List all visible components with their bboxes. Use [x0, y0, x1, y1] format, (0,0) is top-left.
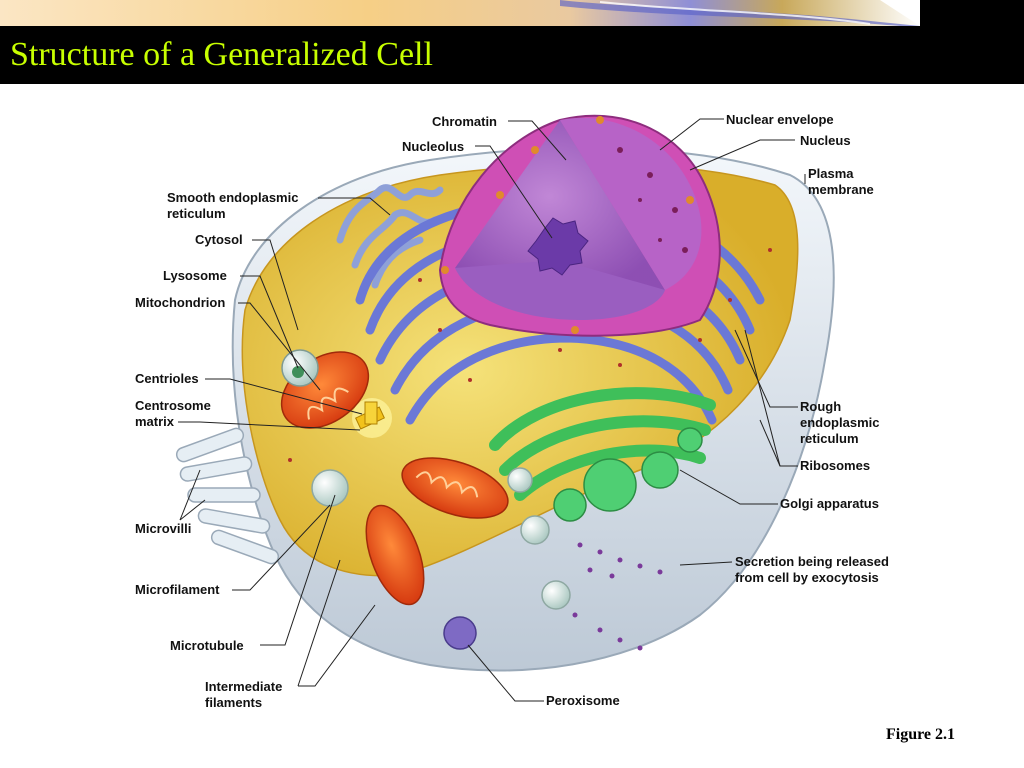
golgi-shape [489, 387, 716, 501]
golgi-vesicles [509, 427, 703, 522]
centriole-shape [352, 398, 392, 438]
label-microtubule: Microtubule [170, 638, 244, 653]
smooth-er-shape [336, 184, 444, 289]
nucleus-shape [438, 114, 721, 337]
secretion-dots [572, 542, 663, 651]
figure-label: Figure 2.1 [886, 726, 956, 743]
label-peroxisome: Peroxisome [546, 693, 620, 708]
title-bar [0, 26, 1024, 84]
label-microvilli: Microvilli [135, 521, 192, 536]
label-lysosome: Lysosome [163, 268, 227, 283]
label-microfilament: Microfilament [135, 582, 220, 597]
label-nucleus: Nucleus [800, 133, 851, 148]
label-ribosomes: Ribosomes [800, 458, 871, 473]
mitochondrion-shape [280, 351, 509, 606]
label-golgi-apparatus: Golgi apparatus [780, 496, 879, 511]
vesicle-shapes [311, 467, 571, 610]
cell-diagram [175, 114, 835, 702]
label-cytosol: Cytosol [195, 232, 243, 247]
leader-lines [178, 118, 806, 702]
nucleolus-shape [527, 217, 589, 276]
peroxisome-shape [443, 616, 477, 650]
slide-title: Structure of a Generalized Cell [10, 36, 433, 73]
label-chromatin: Chromatin [432, 114, 497, 129]
label-nuclear-envelope: Nuclear envelope [726, 112, 834, 127]
label-centrioles: Centrioles [135, 371, 199, 386]
label-nucleolus: Nucleolus [402, 139, 465, 154]
header-decoration [0, 0, 1024, 26]
microvilli-shape [175, 427, 280, 565]
label-mitochondrion: Mitochondrion [135, 295, 226, 310]
